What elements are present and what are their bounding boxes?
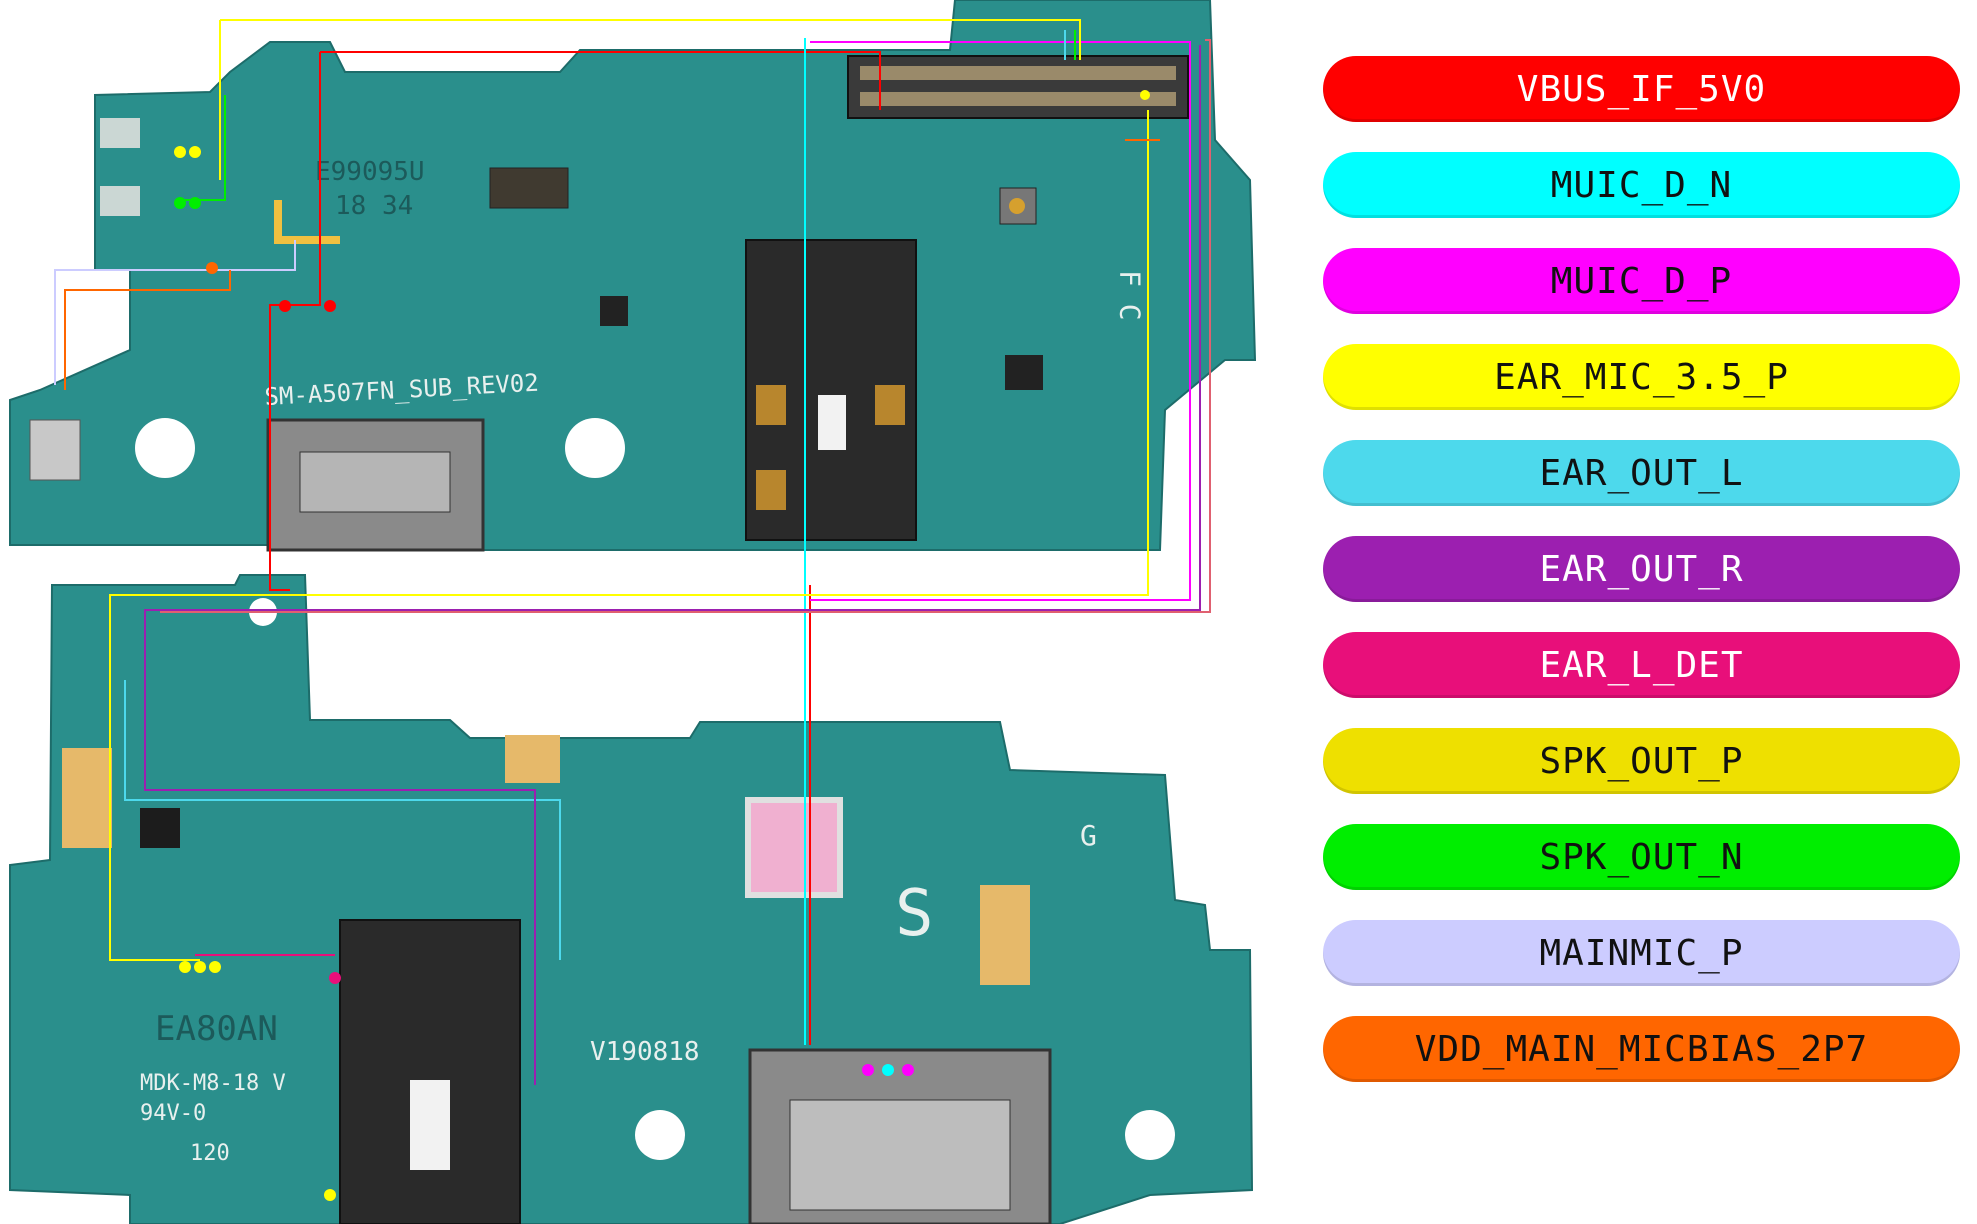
pcb-diagram: SM-A507FN_SUB_REV02 E99095U 18 34 F C EA… [9,0,1257,1224]
bottom-marking-5: V190818 [590,1037,700,1067]
bottom-board: EA80AN MDK-M8-18 V 94V-0 120 V190818 S G [9,574,1254,1224]
legend-mainmic-p: MAINMIC_P [1323,920,1960,986]
legend-muic-d-n: MUIC_D_N [1323,152,1960,218]
bottom-marking-1: EA80AN [155,1009,278,1049]
legend-spk-out-p: SPK_OUT_P [1323,728,1960,794]
test-points [174,90,1150,1201]
legend-ear-out-r: EAR_OUT_R [1323,536,1960,602]
bottom-marking-3: 94V-0 [140,1101,206,1126]
legend-ear-l-det: EAR_L_DET [1323,632,1960,698]
legend-ear-out-l: EAR_OUT_L [1323,440,1960,506]
top-board: SM-A507FN_SUB_REV02 E99095U 18 34 F C [9,0,1257,552]
top-chip-marking: E99095U [315,157,425,187]
bottom-marking-2: MDK-M8-18 V [140,1071,286,1096]
logo-mark: G [1080,819,1097,852]
net-legend: VBUS_IF_5V0 MUIC_D_N MUIC_D_P EAR_MIC_3.… [1323,56,1960,1112]
board-to-board-connector [847,55,1189,119]
s-mark: S [895,877,934,951]
legend-vdd-main-micbias-2p7: VDD_MAIN_MICBIAS_2P7 [1323,1016,1960,1082]
bottom-marking-4: 120 [190,1141,230,1166]
legend-muic-d-p: MUIC_D_P [1323,248,1960,314]
audio-jack-bottom [339,919,521,1224]
net-traces [54,19,1211,1085]
legend-ear-mic-3-5-p: EAR_MIC_3.5_P [1323,344,1960,410]
legend-spk-out-n: SPK_OUT_N [1323,824,1960,890]
fc-mark: F C [1114,270,1147,321]
bottom-board-outline [9,574,1254,1224]
legend-vbus-if-5v0: VBUS_IF_5V0 [1323,56,1960,122]
top-chip-code: 18 34 [335,191,413,221]
